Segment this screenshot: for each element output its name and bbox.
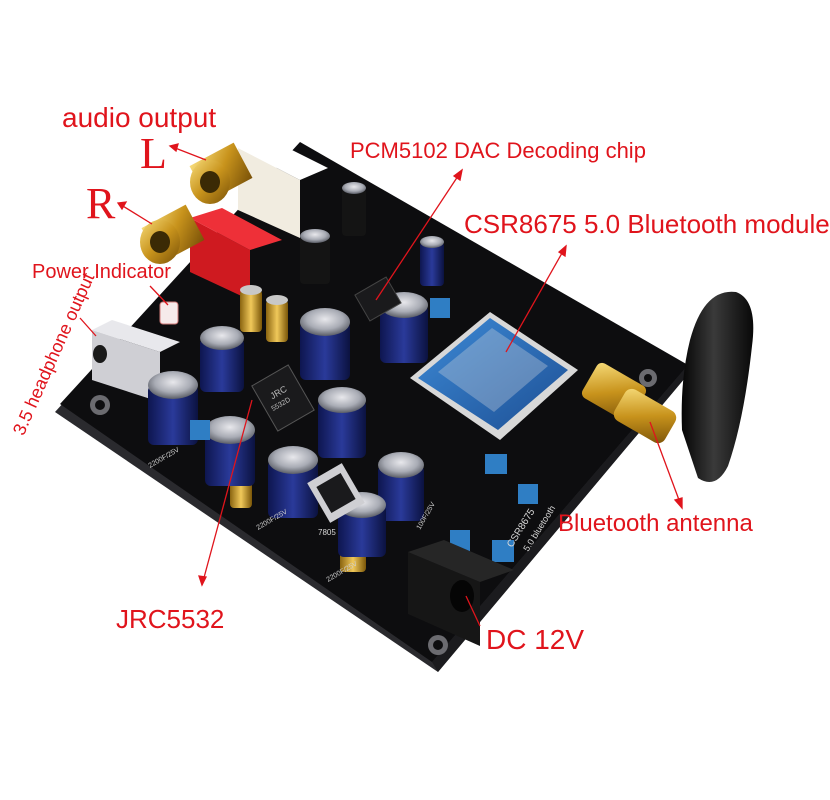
bluetooth-module-label: CSR8675 5.0 Bluetooth module bbox=[464, 209, 830, 239]
jrc-pointer bbox=[201, 399, 253, 586]
bt-module-pointer bbox=[505, 245, 567, 353]
voltage-regulator bbox=[307, 463, 365, 523]
rca-right-connector bbox=[140, 204, 282, 300]
left-channel-label: L bbox=[140, 129, 167, 178]
pcm-chip-label: PCM5102 DAC Decoding chip bbox=[350, 138, 646, 163]
pcm-arrow-icon bbox=[452, 168, 463, 182]
film-capacitors bbox=[190, 298, 538, 562]
r-arrow-icon bbox=[116, 201, 128, 211]
bt-module-arrow-icon bbox=[557, 244, 567, 258]
dc-pointer bbox=[465, 595, 481, 627]
bluetooth-antenna-hardware bbox=[581, 291, 754, 482]
power-indicator-pointer bbox=[149, 285, 169, 306]
headphone-jack bbox=[92, 320, 180, 402]
jrc-arrow-icon bbox=[198, 575, 207, 587]
regulator-silkscreen: 7805 bbox=[318, 528, 336, 537]
dc-power-jack bbox=[408, 540, 514, 646]
blue-capacitors bbox=[148, 182, 444, 557]
rca-left-connector bbox=[189, 138, 328, 238]
annotation-lines bbox=[79, 143, 683, 627]
bluetooth-antenna-label: Bluetooth antenna bbox=[558, 510, 753, 537]
right-channel-label: R bbox=[86, 179, 116, 228]
audio-output-label: audio output bbox=[62, 102, 217, 133]
headphone-pointer bbox=[79, 317, 97, 337]
power-led bbox=[159, 301, 179, 325]
antenna-arrow-icon bbox=[673, 497, 683, 510]
antenna-pointer bbox=[649, 421, 683, 509]
pcm-pointer bbox=[375, 169, 463, 301]
dac-board-photo: JRC 5532D CSR8675 5.0 bluetooth 7805 220… bbox=[55, 138, 754, 672]
dc-12v-label: DC 12V bbox=[486, 624, 585, 655]
jrc5532-chip: JRC 5532D bbox=[251, 364, 315, 432]
power-indicator-label: Power Indicator bbox=[32, 261, 171, 283]
pcm5102-chip bbox=[354, 276, 402, 322]
l-arrow-icon bbox=[168, 143, 179, 153]
mounting-holes bbox=[90, 369, 657, 655]
jrc5532-label: JRC5532 bbox=[116, 604, 225, 634]
bluetooth-module bbox=[410, 312, 578, 440]
